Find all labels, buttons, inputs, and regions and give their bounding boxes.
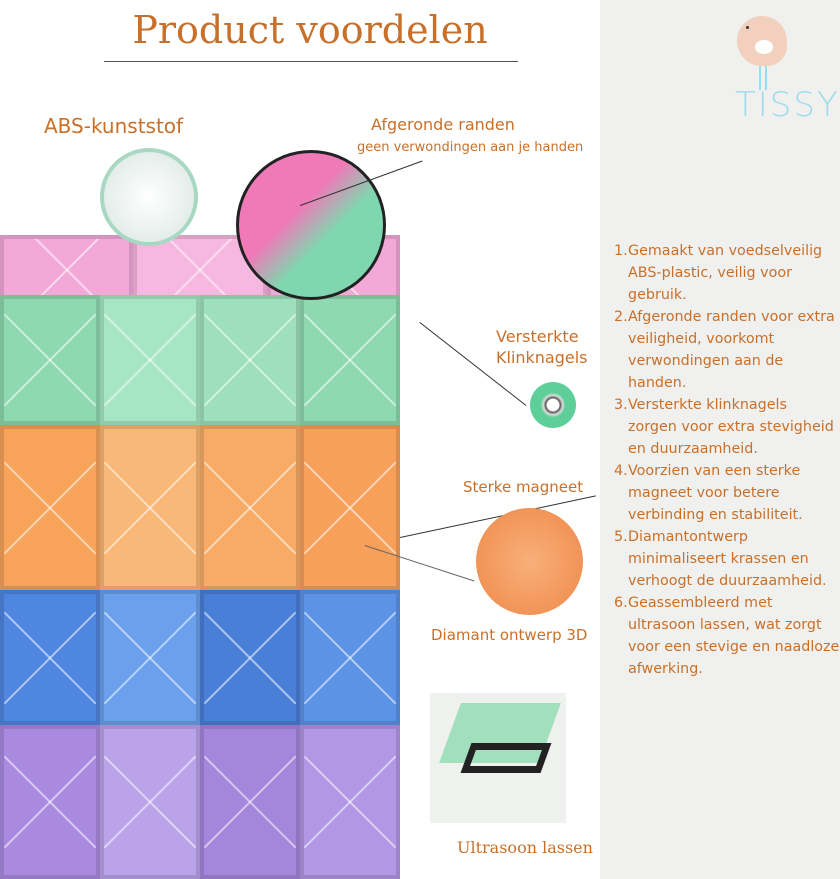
abs-material-closeup <box>100 148 198 246</box>
benefit-item: 5.Diamantontwerp minimaliseert krassen e… <box>614 529 827 589</box>
brand-logo-text: TISSY <box>735 85 840 125</box>
benefit-item: 4.Voorzien van een sterke magneet voor b… <box>614 463 803 523</box>
benefit-item: 6.Geassembleerd met ultrasoon lassen, wa… <box>614 595 840 677</box>
benefit-item: 1.Gemaakt van voedselveilig ABS-plastic,… <box>614 243 823 303</box>
tile-row-orange <box>0 425 400 590</box>
rounded-edge-closeup <box>236 150 386 300</box>
magnetic-tiles-image <box>0 235 400 879</box>
benefit-item: 2.Afgeronde randen voor extra veiligheid… <box>614 309 835 391</box>
benefits-list: 1.Gemaakt van voedselveilig ABS-plastic,… <box>614 240 840 680</box>
tile-row-purple <box>0 725 400 879</box>
tile-row-green <box>0 295 400 425</box>
tissy-bird-logo <box>725 10 805 135</box>
title-divider <box>104 61 518 62</box>
magnet-label: Sterke magneet <box>463 478 584 496</box>
ultrasonic-label: Ultrasoon lassen <box>457 838 593 857</box>
diamond-label: Diamant ontwerp 3D <box>431 626 588 644</box>
rivets-label-line1: Versterkte <box>496 327 579 346</box>
rivets-label-line2: Klinknagels <box>496 348 588 367</box>
tile-row-blue <box>0 590 400 725</box>
diamond-closeup <box>476 508 583 615</box>
edges-title: Afgeronde randen <box>371 115 515 134</box>
page-title: Product voordelen <box>132 8 488 52</box>
rivet-closeup <box>530 382 576 428</box>
benefits-panel <box>600 0 840 879</box>
edges-subtitle: geen verwondingen aan je handen <box>357 140 584 155</box>
ultrasonic-welding-image <box>430 693 566 823</box>
abs-label: ABS-kunststof <box>44 114 184 138</box>
benefit-item: 3.Versterkte klinknagels zorgen voor ext… <box>614 397 834 457</box>
